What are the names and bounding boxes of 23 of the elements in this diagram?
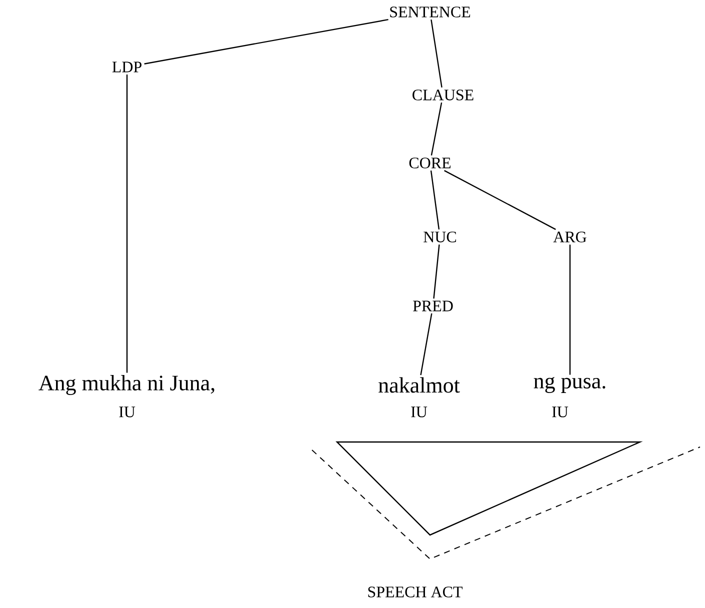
tree-node-label: PRED (413, 300, 453, 312)
tree-node-label: CORE (409, 158, 451, 168)
tree-node-label: Ang mukha ni Juna, (38, 374, 214, 395)
tree-node-label: CLAUSE (412, 90, 474, 100)
tree-node-label: SENTENCE (390, 6, 470, 18)
speech-act-label: SPEECH ACT (368, 586, 462, 598)
unit-label: IU (552, 406, 568, 418)
tree-branch (420, 313, 432, 376)
tree-node-label: LDP (112, 62, 142, 72)
tree-branch (430, 102, 442, 156)
tree-branch (433, 244, 440, 299)
tree-branch (569, 244, 571, 375)
tree-node-label: nakalmot (378, 377, 460, 393)
tree-branch (444, 170, 556, 230)
unit-label: IU (411, 406, 428, 418)
tree-node-label: ng pusa. (534, 376, 606, 393)
unit-label: IU (119, 406, 136, 418)
tree-branch (430, 170, 440, 230)
tree-branch (144, 18, 388, 64)
tree-branch (430, 19, 442, 88)
tree-node-label: ARG (553, 232, 586, 242)
tree-branch (126, 74, 128, 373)
tree-node-label: NUC (424, 232, 456, 242)
